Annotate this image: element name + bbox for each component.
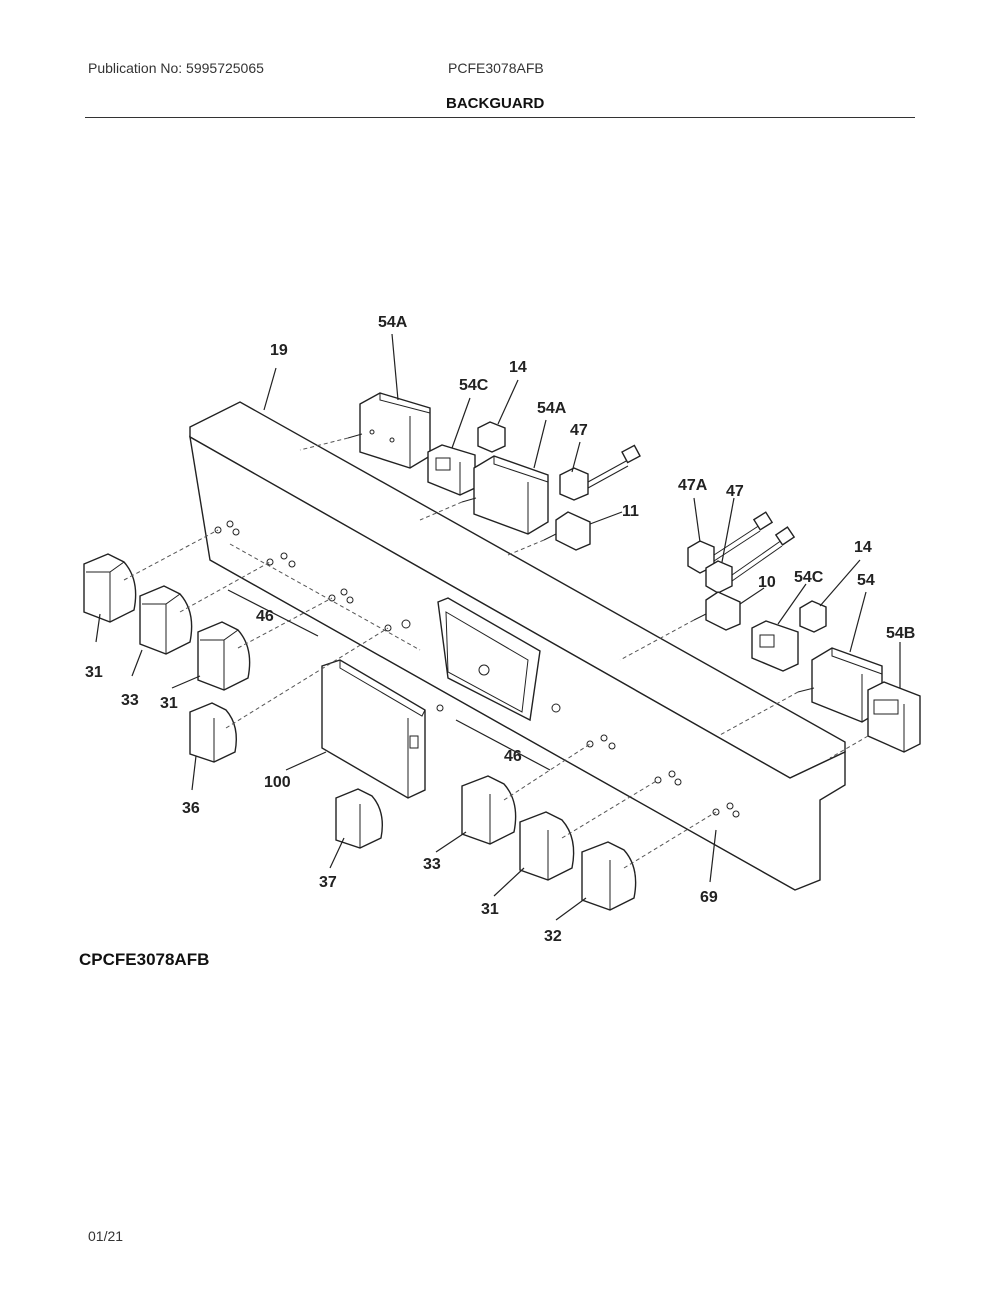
callout-32: 32 — [544, 928, 562, 945]
callout-31-b: 31 — [160, 695, 178, 712]
callout-47a: 47A — [678, 477, 708, 494]
wire-harness-47-top — [559, 444, 641, 501]
callout-33-b: 33 — [423, 856, 441, 873]
timer-54b — [867, 681, 921, 753]
model-number: PCFE3078AFB — [448, 60, 544, 76]
callout-14-right: 14 — [854, 539, 872, 556]
callout-33-a: 33 — [121, 692, 139, 709]
page-title: BACKGUARD — [446, 95, 545, 112]
callout-11: 11 — [622, 503, 639, 520]
switch-54c-top — [427, 444, 476, 496]
valve-10 — [693, 591, 741, 631]
callout-54c-top: 54C — [459, 377, 489, 394]
infinite-switch-54a-top — [347, 392, 431, 469]
control-box — [321, 659, 426, 799]
knob-32 — [581, 841, 637, 911]
wire-46-left — [227, 589, 319, 637]
knob-31-b — [197, 621, 251, 691]
knob-31-c — [519, 811, 575, 881]
callout-10: 10 — [758, 574, 776, 591]
publication-number: Publication No: 5995725065 — [88, 60, 264, 76]
callout-19: 19 — [270, 342, 288, 359]
signal-light-14-right — [799, 600, 827, 633]
valve-11 — [543, 511, 591, 551]
callout-47-top: 47 — [570, 422, 588, 439]
callout-54a-top: 54A — [378, 314, 408, 331]
diagram-code: CPCFE3078AFB — [79, 950, 210, 969]
leader-lines — [95, 333, 901, 921]
display-opening — [437, 597, 541, 722]
signal-light-14-top — [477, 421, 506, 453]
page-date: 01/21 — [88, 1228, 124, 1244]
callout-36: 36 — [182, 800, 200, 817]
callout-labels: 19 54A 54C 14 54A 47 11 47A 47 10 54C 14… — [85, 314, 915, 945]
wire-harness-47-middle — [705, 526, 796, 594]
knob-33-a — [139, 585, 193, 655]
switch-54c-right — [751, 620, 799, 672]
header-divider — [85, 117, 915, 118]
callout-100: 100 — [264, 774, 291, 791]
dashed-alignment-lines — [123, 437, 869, 869]
knob-31-a — [83, 553, 137, 623]
callout-54b: 54B — [886, 625, 915, 642]
callout-31-c: 31 — [481, 901, 499, 918]
knob-36 — [189, 702, 238, 763]
callout-46-left: 46 — [256, 608, 274, 625]
callout-54a-second: 54A — [537, 400, 567, 417]
infinite-switch-54 — [797, 647, 883, 723]
knob-33-b — [461, 775, 517, 845]
infinite-switch-54a-second — [461, 455, 549, 535]
callout-46-right: 46 — [504, 748, 522, 765]
callout-69: 69 — [700, 889, 718, 906]
wire-46-right — [455, 719, 551, 771]
callout-31-a: 31 — [85, 664, 103, 681]
callout-37: 37 — [319, 874, 337, 891]
callout-54c-right: 54C — [794, 569, 824, 586]
callout-14-top: 14 — [509, 359, 527, 376]
knob-37 — [335, 788, 384, 849]
screw-set — [214, 520, 740, 818]
callout-54: 54 — [857, 572, 875, 589]
callout-47-middle: 47 — [726, 483, 744, 500]
